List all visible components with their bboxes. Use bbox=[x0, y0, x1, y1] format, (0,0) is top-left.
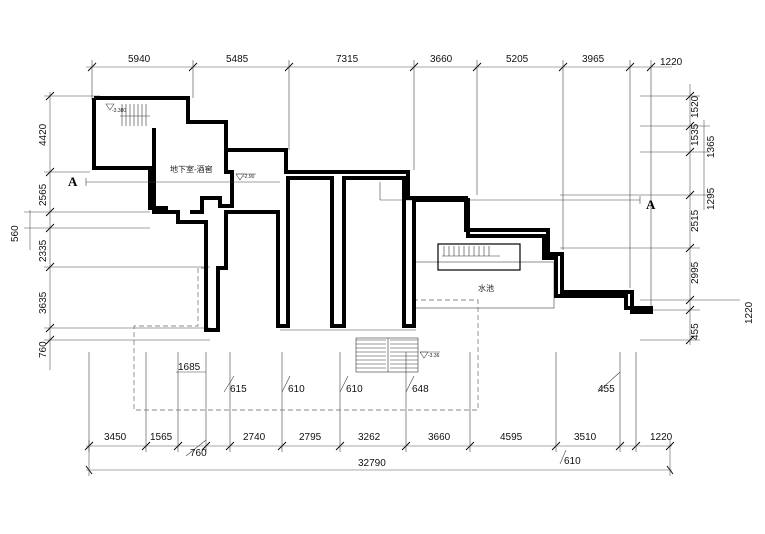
building-walls bbox=[92, 96, 653, 332]
section-line bbox=[85, 178, 641, 204]
room-label-basement: 地下室-酒窖 bbox=[170, 164, 213, 174]
svg-text:-2.90: -2.90 bbox=[243, 174, 255, 180]
dim-bottom-4: 2795 bbox=[299, 432, 322, 443]
extension-lines bbox=[24, 60, 710, 452]
svg-text:760: 760 bbox=[190, 448, 207, 459]
svg-text:1685: 1685 bbox=[178, 362, 201, 373]
svg-text:610: 610 bbox=[564, 456, 581, 467]
svg-text:455: 455 bbox=[598, 384, 615, 395]
dim-top-6: 3965 bbox=[582, 54, 605, 65]
svg-text:560: 560 bbox=[10, 225, 21, 242]
stair-bottom bbox=[355, 337, 419, 373]
svg-text:4420: 4420 bbox=[38, 123, 49, 146]
dim-top-2: 5485 bbox=[226, 54, 249, 65]
section-marker-left: A bbox=[68, 174, 78, 189]
svg-text:2335: 2335 bbox=[38, 239, 49, 262]
dim-bottom-1: 3450 bbox=[104, 432, 127, 443]
level-marker-1: -3.380 bbox=[105, 103, 126, 114]
stair-top-left bbox=[120, 104, 150, 126]
svg-text:1220: 1220 bbox=[744, 301, 755, 324]
dim-bottom-9: 1220 bbox=[650, 432, 673, 443]
dims-right: 1520 1535 2515 2995 455 1365 1295 1220 bbox=[690, 95, 755, 340]
svg-text:3635: 3635 bbox=[38, 291, 49, 314]
level-marker-2: -2.90 bbox=[235, 173, 256, 181]
svg-text:455: 455 bbox=[690, 323, 701, 340]
room-label-pool: 水池 bbox=[478, 283, 494, 293]
svg-text:610: 610 bbox=[346, 384, 363, 395]
svg-text:2515: 2515 bbox=[690, 209, 701, 232]
svg-text:760: 760 bbox=[38, 341, 49, 358]
svg-text:648: 648 bbox=[412, 384, 429, 395]
stair-right bbox=[442, 246, 500, 257]
svg-text:610: 610 bbox=[288, 384, 305, 395]
svg-text:1520: 1520 bbox=[690, 95, 701, 118]
dim-top-4: 3660 bbox=[430, 54, 453, 65]
dim-bottom-6: 3660 bbox=[428, 432, 451, 443]
svg-text:615: 615 bbox=[230, 384, 247, 395]
dim-total: 32790 bbox=[358, 458, 386, 469]
svg-text:1295: 1295 bbox=[706, 187, 717, 210]
dims-left: 4420 2565 2335 3635 760 560 bbox=[10, 123, 49, 358]
dim-bottom-7: 4595 bbox=[500, 432, 523, 443]
dim-top-1: 5940 bbox=[128, 54, 151, 65]
dim-bottom-8: 3510 bbox=[574, 432, 597, 443]
dim-top-5: 5205 bbox=[506, 54, 529, 65]
svg-text:-3.36: -3.36 bbox=[428, 353, 440, 359]
dim-top-7: 1220 bbox=[660, 57, 683, 68]
svg-text:1365: 1365 bbox=[706, 135, 717, 158]
dim-top-3: 7315 bbox=[336, 54, 359, 65]
section-marker-right: A bbox=[646, 197, 656, 212]
dim-bottom-5: 3262 bbox=[358, 432, 381, 443]
dim-bottom-3: 2740 bbox=[243, 432, 266, 443]
dim-bottom-2: 1565 bbox=[150, 432, 173, 443]
level-marker-3: -3.36 bbox=[419, 351, 440, 359]
svg-text:1535: 1535 bbox=[690, 123, 701, 146]
svg-text:-3.380: -3.380 bbox=[112, 108, 126, 114]
svg-text:2565: 2565 bbox=[38, 183, 49, 206]
leader-notes: 1685 615 610 610 648 455 760 610 bbox=[176, 362, 621, 467]
svg-text:2995: 2995 bbox=[690, 261, 701, 284]
